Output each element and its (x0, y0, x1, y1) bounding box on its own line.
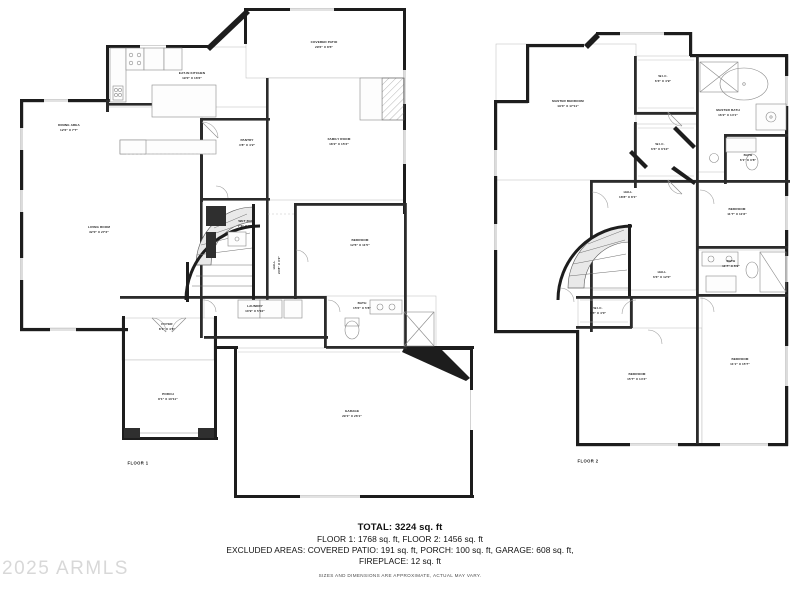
room-label-master-bedroom: MASTER BEDROOM 19'3" X 17'11" (552, 98, 584, 108)
floor-areas: FLOOR 1: 1768 sq. ft, FLOOR 2: 1456 sq. … (317, 534, 483, 544)
floor2-label: FLOOR 2 (577, 458, 599, 464)
porch-steps (124, 428, 214, 438)
room-label-pantry: PANTRY 4'8" X 4'2" (238, 137, 256, 147)
floor1-doors (151, 185, 341, 333)
room-label-laundry: LAUNDRY 10'9" X 5'10" (245, 303, 265, 313)
bath2-fixtures (701, 251, 787, 293)
bath1-fixtures (344, 299, 435, 347)
room-label-bedroom-lower-right: BEDROOM 11'1" X 15'7" (730, 356, 750, 366)
room-label-bath-master-wing: BATH 6'1" X 3'8" (739, 152, 757, 162)
floor1-room-fills (21, 9, 473, 497)
fireplace-area: FIREPLACE: 12 sq. ft (359, 556, 441, 566)
floor1-plan (20, 8, 474, 499)
laundry-fixtures (237, 299, 303, 319)
master-bath-fixtures (699, 61, 787, 171)
room-label-foyer: FOYER 8'1" X 4'8" (158, 321, 176, 331)
room-label-dining-area: DINING AREA 12'6" X 7'7" (58, 122, 80, 132)
room-label-eat-in-kitchen: EAT-IN KITCHEN 19'0" X 16'6" (178, 70, 206, 80)
room-label-wic-third: W.I.C. 5'5" X 4'0" (589, 305, 607, 315)
floor1-label: FLOOR 1 (127, 460, 149, 466)
room-label-bath-floor1: BATH 15'6" X 5'8" (353, 300, 371, 310)
disclaimer: SIZES AND DIMENSIONS ARE APPROXIMATE, AC… (318, 573, 482, 578)
total-area: TOTAL: 3224 sq. ft (357, 522, 443, 533)
floor2-plan (494, 32, 790, 447)
room-label-bedroom-upper-right: BEDROOM 11'7" X 11'8" (727, 206, 747, 216)
floor2-angled-walls (629, 126, 696, 185)
room-label-hall-upper: HALL 18'8" X 8'1" (619, 189, 637, 199)
room-label-hall-lower: HALL 6'3" X 12'0" (653, 269, 671, 279)
plan-summary: TOTAL: 3224 sq. ft FLOOR 1: 1768 sq. ft,… (0, 522, 800, 578)
kitchen-fixtures (109, 47, 217, 155)
room-label-hall-floor1: HALL 24'8" X 3'2" (271, 256, 281, 274)
floor1-window-glass (21, 9, 406, 498)
wet-bar-fixtures (206, 206, 247, 258)
room-label-bath-hall: BATH 11'7" X 5'9" (722, 258, 740, 268)
excluded-areas: EXCLUDED AREAS: COVERED PATIO: 191 sq. f… (226, 545, 574, 555)
room-label-living-room: LIVING ROOM 32'0" X 27'2" (87, 224, 111, 234)
floor2-room-fills (495, 43, 789, 445)
room-label-covered-patio: COVERED PATIO 29'6" X 8'6" (310, 39, 338, 49)
floor2-window-glass (495, 33, 788, 446)
room-label-wic-master: W.I.C. 6'3" X 4'9" (654, 73, 672, 83)
fireplace (359, 77, 405, 121)
room-label-wet-bar: WET BAR 7'4" X 6'5" (237, 218, 255, 228)
room-label-porch: PORCH 8'1" X 10'11" (158, 391, 178, 401)
room-label-family-room: FAMILY ROOM 18'2" X 15'2" (327, 136, 351, 146)
room-label-wic-second: W.I.C. 6'3" X 6'10" (651, 141, 669, 151)
room-label-master-bath: MASTER BATH 16'2" X 14'1" (716, 107, 740, 117)
room-label-bedroom-lower-left: BEDROOM 15'7" X 14'4" (627, 371, 647, 381)
floor2-doors (559, 111, 715, 345)
room-label-bedroom-floor1: BEDROOM 12'6" X 11'5" (350, 237, 370, 247)
pantry-door (201, 121, 219, 139)
staircase-floor2 (556, 224, 633, 301)
room-label-garage: GARAGE 29'1" X 26'1" (342, 408, 362, 418)
